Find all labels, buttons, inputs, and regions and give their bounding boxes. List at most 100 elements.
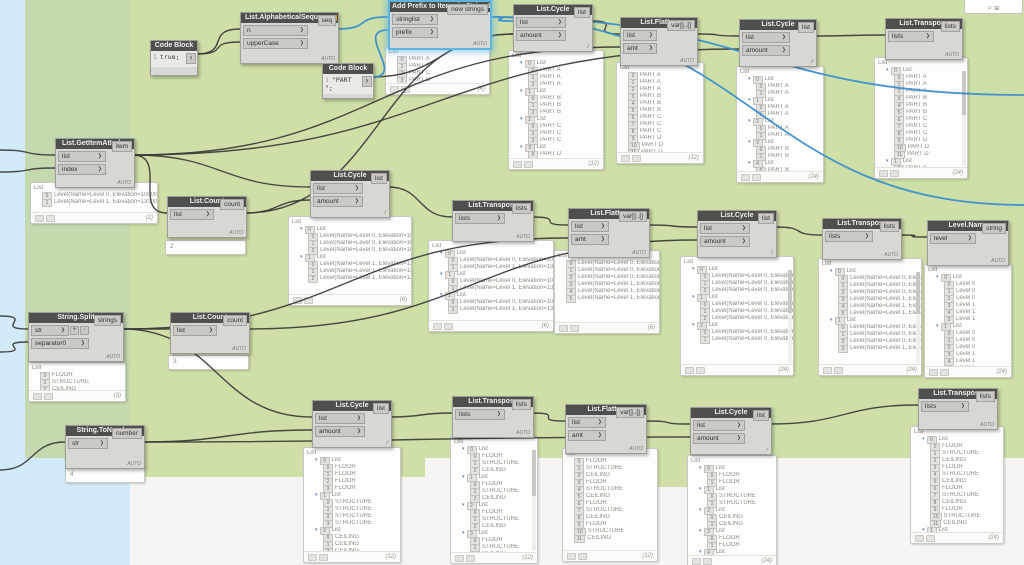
- lacing-indicator[interactable]: AUTO: [473, 41, 487, 47]
- list-level-pills[interactable]: [567, 552, 587, 560]
- collapse-arrow-icon[interactable]: ▾: [462, 446, 465, 452]
- lacing-indicator[interactable]: ⫽: [383, 210, 386, 216]
- wire-selected[interactable]: [336, 16, 389, 30]
- list-level-pill[interactable]: [308, 553, 317, 561]
- list-level-pills[interactable]: [621, 154, 641, 162]
- input-port-amt[interactable]: amt❯: [623, 43, 657, 54]
- lacing-indicator[interactable]: AUTO: [680, 58, 694, 64]
- input-port-list[interactable]: list❯: [623, 30, 657, 41]
- node-title[interactable]: String.ToNumber: [66, 426, 144, 436]
- collapse-arrow-icon[interactable]: ▾: [699, 528, 702, 534]
- input-port-amount[interactable]: amount❯: [700, 236, 750, 247]
- node-title[interactable]: List.Cycle: [691, 408, 771, 418]
- node-title[interactable]: List.Cycle: [740, 20, 816, 30]
- input-port-list[interactable]: list❯: [742, 32, 790, 43]
- wire[interactable]: [531, 412, 566, 422]
- input-port-n[interactable]: n❯: [243, 25, 308, 36]
- collapse-arrow-icon[interactable]: ▾: [692, 294, 695, 300]
- lacing-indicator[interactable]: AUTO: [321, 56, 335, 62]
- wire[interactable]: [121, 328, 313, 418]
- lacing-indicator[interactable]: AUTO: [945, 52, 959, 58]
- lacing-indicator[interactable]: ⫽: [770, 250, 773, 256]
- output-port-newstrings[interactable]: new strings: [447, 4, 488, 15]
- list-level-pills[interactable]: [879, 169, 899, 177]
- list-level-pill[interactable]: [433, 322, 442, 330]
- scrollbar-thumb[interactable]: [532, 450, 536, 497]
- output-port-lists[interactable]: lists: [975, 391, 995, 402]
- input-port-lists[interactable]: lists❯: [455, 213, 505, 224]
- input-port-list[interactable]: list❯: [700, 223, 750, 234]
- list-level-pill[interactable]: [466, 554, 475, 562]
- wire[interactable]: [0, 167, 56, 173]
- collapse-arrow-icon[interactable]: ▾: [699, 549, 702, 555]
- input-port-lists[interactable]: lists❯: [825, 231, 873, 242]
- collapse-arrow-icon[interactable]: ▾: [699, 486, 702, 492]
- list-level-pill[interactable]: [513, 160, 522, 168]
- lacing-indicator[interactable]: AUTO: [106, 354, 120, 360]
- wire[interactable]: [132, 154, 311, 188]
- collapse-arrow-icon[interactable]: ▾: [886, 67, 889, 73]
- collapse-arrow-icon[interactable]: ▾: [462, 530, 465, 536]
- input-port-index[interactable]: index❯: [58, 164, 106, 175]
- collapse-arrow-icon[interactable]: ▾: [699, 465, 702, 471]
- list-level-pill[interactable]: [929, 368, 938, 376]
- input-port-list[interactable]: list❯: [58, 151, 106, 162]
- list-level-pill[interactable]: [685, 366, 694, 374]
- lacing-indicator[interactable]: AUTO: [884, 252, 898, 258]
- list-level-pills[interactable]: [33, 392, 53, 400]
- input-port-str[interactable]: str❯: [31, 325, 69, 336]
- node-title[interactable]: List.Transpose: [453, 201, 533, 211]
- output-port-number[interactable]: number: [111, 428, 142, 439]
- output-port-count[interactable]: count: [220, 199, 244, 210]
- lacing-indicator[interactable]: AUTO: [991, 258, 1005, 264]
- collapse-arrow-icon[interactable]: ▾: [936, 323, 939, 329]
- node-title[interactable]: List.Transpose: [823, 219, 901, 229]
- list-level-pill[interactable]: [926, 534, 935, 542]
- lacing-indicator[interactable]: AUTO: [980, 422, 994, 428]
- wire[interactable]: [899, 234, 928, 238]
- output-port-lists[interactable]: lists: [511, 399, 531, 410]
- node-title[interactable]: List.Flatten: [621, 18, 697, 28]
- scrollbar-thumb[interactable]: [788, 270, 792, 313]
- list-level-pill[interactable]: [823, 366, 832, 374]
- collapse-arrow-icon[interactable]: ▾: [748, 118, 751, 124]
- input-port-level[interactable]: level❯: [930, 233, 976, 244]
- preview-scrollbar[interactable]: [532, 450, 536, 551]
- collapse-arrow-icon[interactable]: ▾: [936, 274, 939, 280]
- list-level-pills[interactable]: [433, 322, 453, 330]
- list-level-pill[interactable]: [741, 173, 750, 181]
- wire-selected[interactable]: [371, 29, 389, 78]
- output-port-lists[interactable]: lists: [940, 21, 960, 32]
- code-block-editor[interactable]: 1"PART ";❯: [323, 74, 373, 94]
- output-port-seq[interactable]: seq: [317, 15, 336, 26]
- list-level-pills[interactable]: [35, 214, 55, 222]
- input-port-lists[interactable]: lists❯: [921, 401, 969, 412]
- collapse-arrow-icon[interactable]: ▾: [922, 527, 925, 532]
- input-port-prefix[interactable]: prefix❯: [392, 27, 438, 38]
- collapse-arrow-icon[interactable]: ▾: [315, 492, 318, 498]
- lacing-indicator[interactable]: AUTO: [117, 180, 131, 186]
- list-level-pill[interactable]: [692, 557, 701, 565]
- wire[interactable]: [0, 341, 29, 353]
- node-title[interactable]: List.GetItemAtIndex: [56, 139, 134, 149]
- output-port-var[interactable]: var[]..[]: [616, 407, 644, 418]
- node-title[interactable]: List.Cycle: [514, 5, 592, 15]
